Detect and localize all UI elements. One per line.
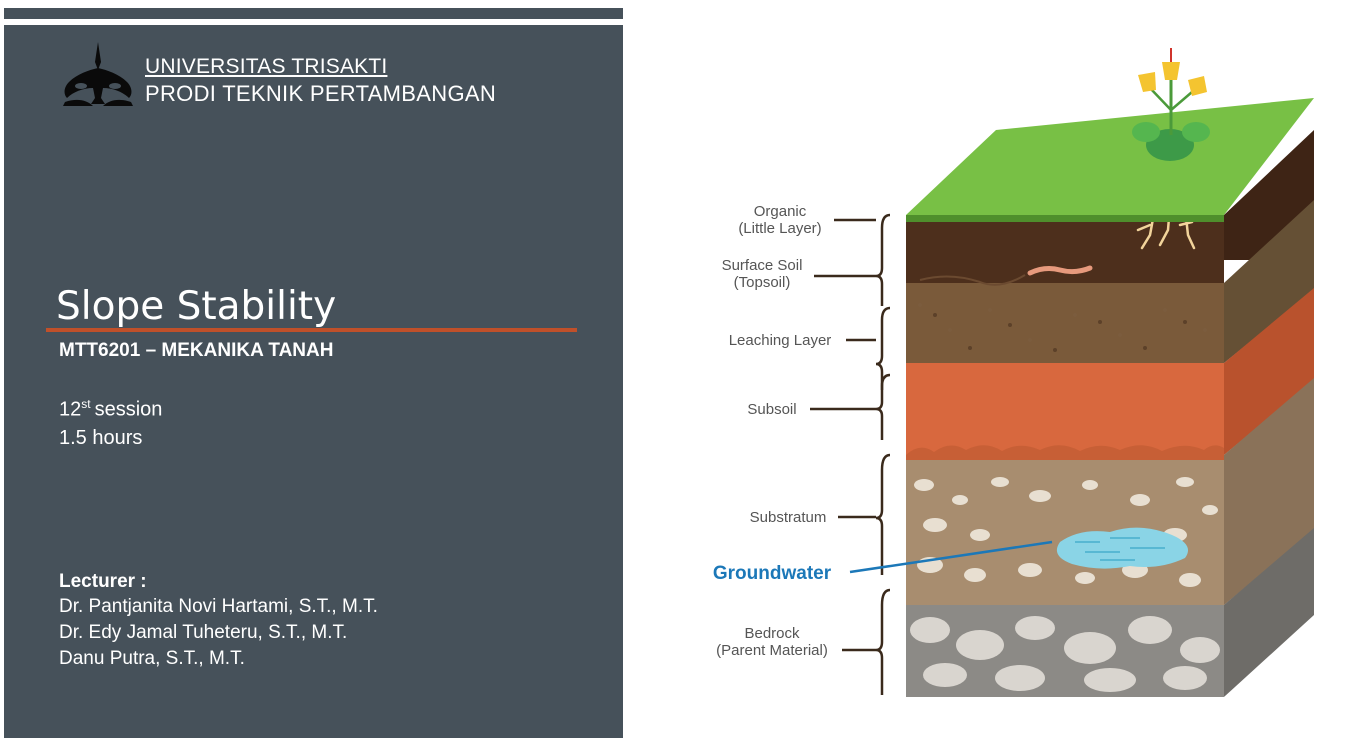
soil-front-face <box>906 215 1224 697</box>
title-panel: UNIVERSITAS TRISAKTI PRODI TEKNIK PERTAM… <box>4 25 623 738</box>
label-leaching-layer: Leaching Layer <box>729 332 832 349</box>
session-word: session <box>94 398 163 421</box>
groundwater-pocket <box>1056 527 1189 569</box>
label-subsoil: Subsoil <box>747 401 796 418</box>
session-suffix: st <box>81 397 91 411</box>
label-bedrock-sub: (Parent Material) <box>716 642 828 659</box>
soil-side-face <box>1224 130 1314 697</box>
session-number: 12 <box>59 398 82 421</box>
lecturer-name: Dr. Edy Jamal Tuheteru, S.T., M.T. <box>59 622 348 643</box>
label-groundwater: Groundwater <box>713 563 832 584</box>
university-logo-icon <box>63 42 133 106</box>
lecturer-name: Danu Putra, S.T., M.T. <box>59 648 245 669</box>
leader-lines <box>810 218 876 652</box>
label-surface-soil: Surface Soil <box>722 257 803 274</box>
grass-surface <box>906 98 1314 215</box>
program-name: PRODI TEKNIK PERTAMBANGAN <box>145 81 497 106</box>
groundwater-leader <box>849 540 1053 574</box>
soil-profile-diagram: Organic (Little Layer) Surface Soil (Top… <box>713 48 1314 697</box>
title-underline <box>46 328 577 332</box>
flower-icon <box>1132 48 1210 161</box>
course-code: MTT6201 – MEKANIKA TANAH <box>59 340 334 361</box>
lecturer-heading: Lecturer : <box>59 571 147 592</box>
label-substratum: Substratum <box>750 509 827 526</box>
rock-fragments <box>910 215 1220 692</box>
layer-brackets <box>875 213 891 695</box>
slide-title: Slope Stability <box>56 284 337 329</box>
university-name: UNIVERSITAS TRISAKTI <box>145 55 388 78</box>
lecturer-name: Dr. Pantjanita Novi Hartami, S.T., M.T. <box>59 596 378 617</box>
label-organic-sub: (Little Layer) <box>738 220 821 237</box>
top-bar <box>4 8 623 19</box>
label-surface-soil-sub: (Topsoil) <box>734 274 791 291</box>
label-bedrock: Bedrock <box>744 625 800 642</box>
session-duration: 1.5 hours <box>59 427 143 449</box>
label-organic: Organic <box>754 203 807 220</box>
